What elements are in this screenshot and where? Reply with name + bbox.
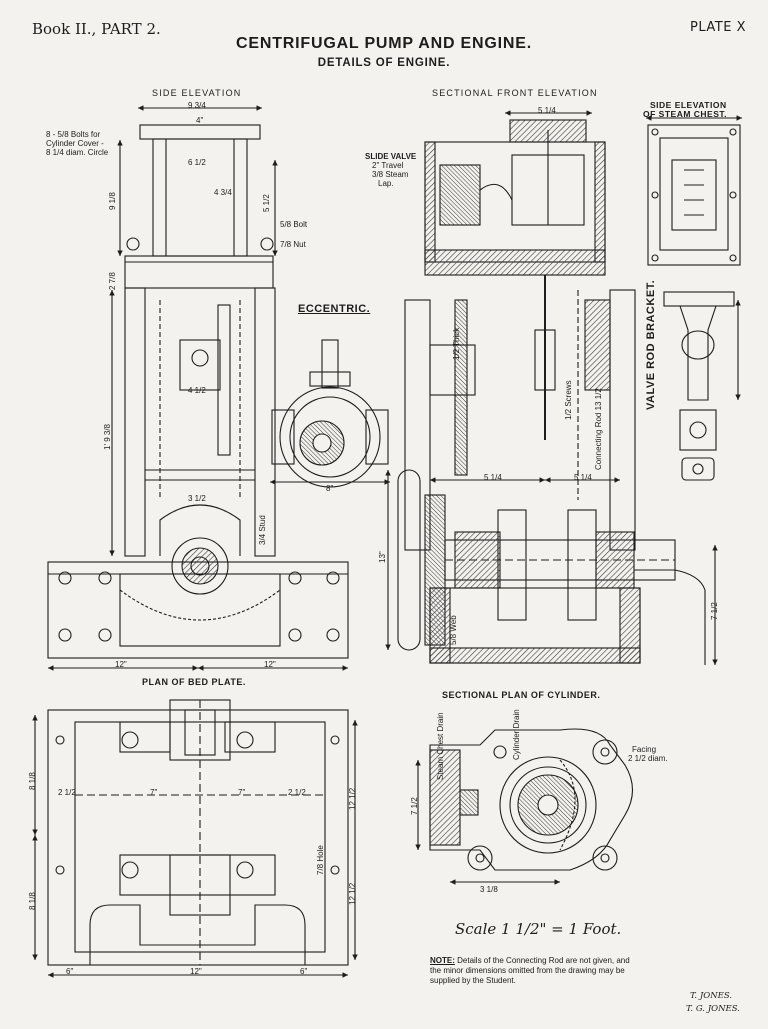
crank-web-right [567,509,597,621]
sectional-front-elevation-view [385,110,718,665]
note-bolts-1: 8 - 5/8 Bolts for [46,130,101,139]
note-facing-1: Facing [632,745,657,754]
dim-6-left: 6" [66,967,74,976]
note-slide-valve-2: 2" Travel [372,161,404,170]
note-thick: 1/2 Thick [452,327,461,360]
note-connecting-rod: Connecting Rod 13 1/2 [594,388,603,470]
crank-web-left [497,509,527,621]
dim-8-1-8-top: 8 1/8 [28,772,37,790]
dim-2-1-2-left: 2 1/2 [58,788,76,797]
dim-12-plan: 12" [190,967,202,976]
dim-6-1-2: 6 1/2 [188,158,206,167]
note-bolt: 5/8 Bolt [280,220,308,229]
dim-3-1-2: 3 1/2 [188,494,206,503]
drawing-subtitle: DETAILS OF ENGINE. [317,57,451,69]
drawing-note: NOTE: Details of the Connecting Rod are … [430,956,630,986]
dim-6-right: 6" [300,967,308,976]
dim-7-left: 7" [150,788,158,797]
note-bolts-2: Cylinder Cover - [46,139,104,148]
label-side-elevation: SIDE ELEVATION [152,88,242,98]
dim-13: 13" [378,551,387,563]
dim-4-3-4: 4 3/4 [214,188,232,197]
sectional-plan-of-cylinder-view [415,728,634,885]
note-nut: 7/8 Nut [280,240,306,249]
eccentric-strap [279,386,381,488]
note-cylinder-drain: Cylinder Drain [512,709,521,760]
dim-8-eccentric: 8" [326,484,334,493]
dim-12-1-2-bottom: 12 1/2 [348,882,357,905]
frame-column-section-left [404,299,431,551]
label-valve-rod-bracket: VALVE ROD BRACKET. [645,279,657,410]
label-sectional-plan-of-cylinder: SECTIONAL PLAN OF CYLINDER. [442,690,601,700]
guide-bolt [191,349,209,367]
bed-plate-elevation [47,561,349,659]
eccentric-rod [321,339,339,389]
plan-of-bed-plate-view [32,699,358,978]
dim-5-1-4-right: 5 1/4 [574,473,592,482]
steam-chest-outline [647,124,741,266]
dim-7-1-8: 7 1/2 [410,797,419,815]
signature-2: T. G. JONES. [686,1004,740,1014]
note-lead: NOTE: [430,956,455,965]
note-bolts-3: 8 1/4 diam. Circle [46,148,109,157]
drawing-title: CENTRIFUGAL PUMP AND ENGINE. [236,35,532,52]
label-steam-chest-1: SIDE ELEVATION [650,100,727,110]
frame-column-left [124,287,146,557]
eccentric-view [270,339,390,488]
note-stud: 3/4 Stud [258,515,267,545]
valve-rod-bracket-view [663,291,741,481]
dim-5-1-4-top: 5 1/4 [538,106,556,115]
dim-5-1-2: 5 1/2 [262,194,271,212]
drawing-scale: Scale 1 1/2" = 1 Foot. [455,920,622,938]
dim-5-1-4-left: 5 1/4 [484,473,502,482]
note-slide-valve-1: SLIDE VALVE [365,152,417,161]
cylinder-bore [499,756,597,854]
side-elevation-view [47,105,349,671]
signature-1: T. JONES. [690,991,733,1001]
flywheel-section [397,469,421,651]
dim-12-1-2-top: 12 1/2 [348,787,357,810]
cylinder-flange [124,255,274,289]
label-eccentric: ECCENTRIC. [298,303,371,315]
dim-12-right: 12" [264,660,276,669]
cylinder-cover [139,124,261,140]
dim-12-left: 12" [115,660,127,669]
cylinder-plan-outline [429,728,634,871]
label-plan-of-bed-plate: PLAN OF BED PLATE. [142,677,246,687]
cylinder-body [152,138,248,257]
frame-column-section-right [609,289,636,551]
dim-2-7-8: 2 7/8 [108,272,117,290]
dim-2-1-2-right: 2 1/2 [288,788,306,797]
label-steam-chest-2: OF STEAM CHEST. [643,109,728,119]
dim-7-1-2-section: 7 1/2 [710,602,719,620]
frame-column-right [254,287,276,557]
dim-9-3-4: 9 3/4 [188,101,206,110]
note-hole: 7/8 Hole [316,845,325,875]
slide-valve [439,164,481,226]
note-steam-chest-drain: Steam Chest Drain [436,712,445,780]
dim-1-9-8: 1' 9 3/8 [103,424,112,450]
dim-7-right: 7" [238,788,246,797]
steam-chest-view [646,115,742,266]
crankshaft-bearing [171,537,229,595]
book-part-label: Book II., PART 2. [32,20,161,38]
bearing-pedestal [159,504,241,556]
label-sectional-front-elevation: SECTIONAL FRONT ELEVATION [432,88,598,98]
note-slide-valve-3: 3/8 Steam [372,170,409,179]
note-facing-2: 2 1/2 diam. [628,754,668,763]
note-web: 5/8 Web [449,615,458,645]
dim-4: 4" [196,116,204,125]
dim-8-1-8-bottom: 8 1/8 [28,892,37,910]
note-screws: 1/2 Screws [564,380,573,420]
dim-9-1-2: 3 1/8 [480,885,498,894]
note-slide-valve-4: Lap. [378,179,394,188]
bed-plate-outline [47,709,349,966]
note-text: Details of the Connecting Rod are not gi… [430,956,630,985]
dim-4-1-2: 4 1/2 [188,386,206,395]
dim-9-1-8: 9 1/8 [108,192,117,210]
plate-number: PLATE X [690,20,746,35]
